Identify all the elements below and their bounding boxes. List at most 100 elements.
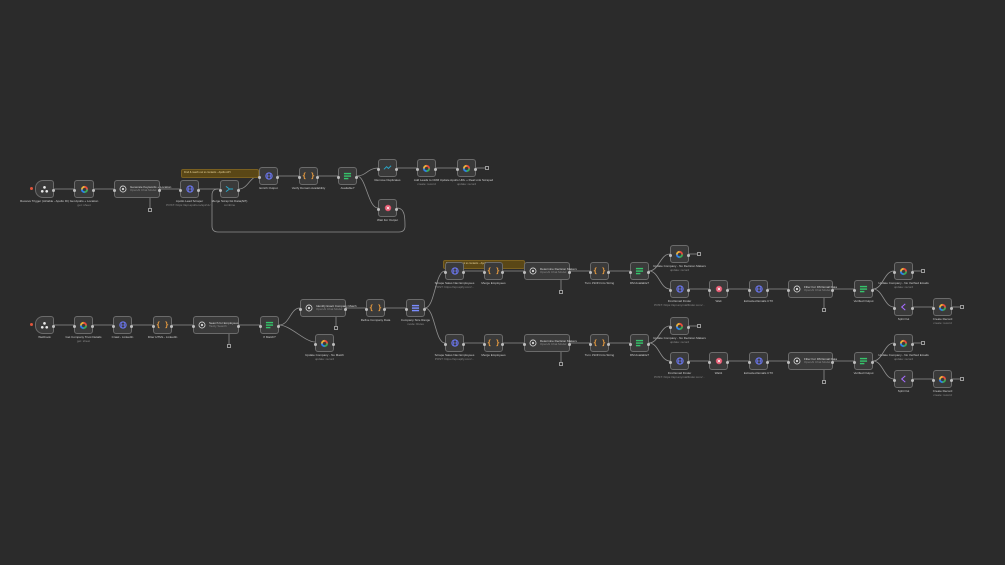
output-port[interactable] (130, 324, 133, 328)
input-port[interactable] (748, 288, 751, 292)
input-port[interactable] (258, 175, 261, 179)
node-find-email-a[interactable] (669, 280, 690, 298)
add-node-button[interactable] (960, 377, 964, 381)
node-webhook[interactable] (35, 316, 55, 334)
input-port[interactable] (589, 270, 592, 274)
input-port[interactable] (314, 342, 317, 346)
node-split-out-b[interactable] (893, 370, 914, 388)
node-merge-list[interactable] (219, 180, 240, 198)
node-find-email-b[interactable] (669, 352, 690, 370)
output-port[interactable] (474, 167, 477, 171)
output-port[interactable] (276, 175, 279, 179)
input-port[interactable] (483, 342, 486, 346)
node-get-apollo-location[interactable] (73, 180, 95, 198)
input-port[interactable] (669, 288, 672, 292)
node-company-size-range[interactable] (405, 299, 426, 317)
input-port[interactable] (669, 325, 672, 329)
output-port[interactable] (911, 306, 914, 310)
input-port[interactable] (787, 360, 790, 364)
output-port[interactable] (871, 288, 874, 292)
node-wait-b[interactable] (708, 352, 729, 370)
output-port[interactable] (687, 253, 690, 257)
output-port[interactable] (726, 360, 729, 364)
add-node-button[interactable] (822, 308, 826, 312)
node-split-out-a[interactable] (893, 298, 914, 316)
node-merge-employees-a[interactable]: { } (483, 262, 504, 280)
input-port[interactable] (708, 360, 711, 364)
output-port[interactable] (607, 342, 610, 346)
output-port[interactable] (434, 167, 437, 171)
input-port[interactable] (73, 324, 76, 328)
node-scrape-sales-a[interactable] (444, 262, 465, 280)
input-port[interactable] (483, 270, 486, 274)
node-scrape-sales-b[interactable] (444, 334, 465, 352)
node-update-no-dm-b[interactable] (669, 317, 690, 335)
input-port[interactable] (932, 378, 935, 382)
input-port[interactable] (589, 342, 592, 346)
node-receive-trigger[interactable] (35, 180, 55, 198)
node-enrich-output[interactable] (258, 167, 279, 185)
add-node-button[interactable] (921, 269, 925, 273)
add-node-button[interactable] (334, 326, 338, 330)
node-update-no-match[interactable] (314, 334, 335, 352)
output-port[interactable] (647, 342, 650, 346)
input-port[interactable] (456, 167, 459, 171)
output-port[interactable] (316, 175, 319, 179)
output-port[interactable] (277, 324, 280, 328)
output-port[interactable] (607, 270, 610, 274)
input-port[interactable] (444, 270, 447, 274)
input-port[interactable] (523, 342, 526, 346)
node-get-company[interactable] (73, 316, 94, 334)
output-port[interactable] (726, 288, 729, 292)
input-port[interactable] (893, 270, 896, 274)
input-port[interactable] (444, 342, 447, 346)
output-port[interactable] (52, 188, 55, 192)
output-port[interactable] (344, 307, 347, 311)
input-port[interactable] (787, 288, 790, 292)
input-port[interactable] (405, 307, 408, 311)
input-port[interactable] (853, 288, 856, 292)
add-node-button[interactable] (960, 305, 964, 309)
input-port[interactable] (152, 324, 155, 328)
add-node-button[interactable] (148, 208, 152, 212)
input-port[interactable] (259, 324, 262, 328)
node-refine-data[interactable]: { } (365, 299, 386, 317)
input-port[interactable] (708, 288, 711, 292)
input-port[interactable] (523, 270, 526, 274)
node-merge-employees-b[interactable]: { } (483, 334, 504, 352)
input-port[interactable] (365, 307, 368, 311)
input-port[interactable] (669, 360, 672, 364)
node-turn-json-b[interactable]: { } (589, 334, 610, 352)
output-port[interactable] (871, 360, 874, 364)
output-port[interactable] (237, 324, 240, 328)
node-verified-output-a[interactable] (853, 280, 874, 298)
output-port[interactable] (395, 167, 398, 171)
add-node-button[interactable] (485, 166, 489, 170)
input-port[interactable] (629, 342, 632, 346)
input-port[interactable] (893, 378, 896, 382)
input-port[interactable] (853, 360, 856, 364)
add-node-button[interactable] (559, 290, 563, 294)
node-update-verified-a[interactable] (893, 262, 914, 280)
add-node-button[interactable] (697, 324, 701, 328)
add-node-button[interactable] (227, 344, 231, 348)
output-port[interactable] (568, 342, 571, 346)
input-port[interactable] (377, 167, 380, 171)
node-wait-output[interactable] (377, 199, 398, 217)
input-port[interactable] (629, 270, 632, 274)
output-port[interactable] (91, 324, 94, 328)
input-port[interactable] (416, 167, 419, 171)
sticky-note[interactable]: Find & reach out to contacts - Apollo AP… (181, 169, 259, 178)
output-port[interactable] (462, 342, 465, 346)
output-port[interactable] (355, 175, 358, 179)
node-available[interactable] (337, 167, 358, 185)
output-port[interactable] (197, 188, 200, 192)
output-port[interactable] (92, 188, 95, 192)
input-port[interactable] (893, 306, 896, 310)
output-port[interactable] (911, 378, 914, 382)
output-port[interactable] (911, 270, 914, 274)
